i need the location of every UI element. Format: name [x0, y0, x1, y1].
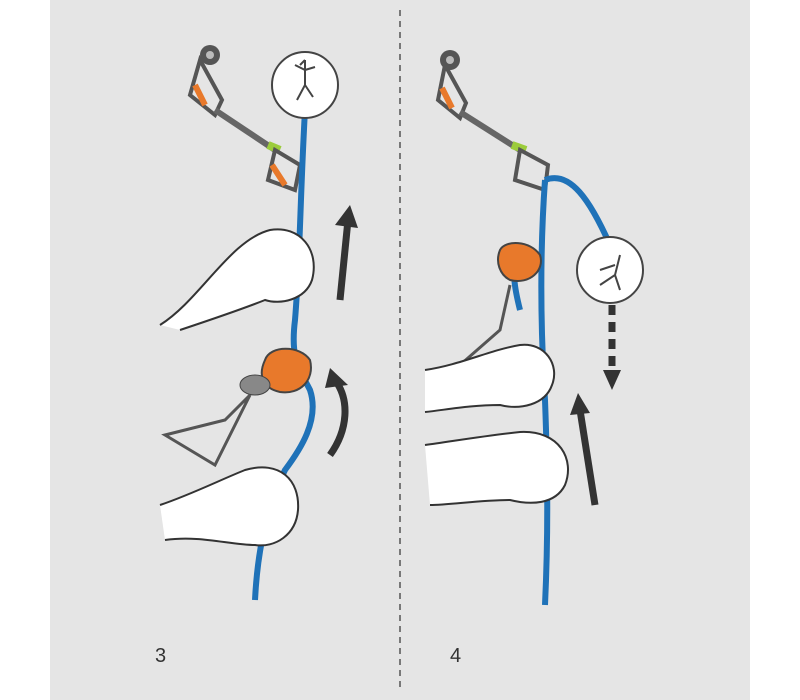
- belay-device-icon: [459, 242, 542, 367]
- up-arrow-icon: [576, 409, 599, 506]
- step-number-4: 4: [450, 645, 461, 667]
- climber-rope: [543, 175, 613, 247]
- upper-hand: [424, 343, 556, 413]
- step-4-scene: 4: [424, 50, 644, 667]
- upper-hand: [159, 228, 315, 331]
- bolt-hanger-icon: [200, 45, 220, 65]
- quickdraw-icon: [187, 54, 303, 193]
- lower-hand: [424, 430, 569, 506]
- curved-arrow-icon: [327, 377, 349, 458]
- climber-badge-icon: [576, 236, 644, 304]
- belay-device-icon: [161, 347, 312, 468]
- step-number-3: 3: [155, 645, 166, 667]
- step-3-scene: 3: [155, 45, 358, 667]
- climber-badge-icon: [271, 51, 339, 119]
- up-arrow-icon: [336, 219, 352, 301]
- quickdraw-icon: [435, 59, 551, 193]
- lower-hand: [159, 466, 300, 547]
